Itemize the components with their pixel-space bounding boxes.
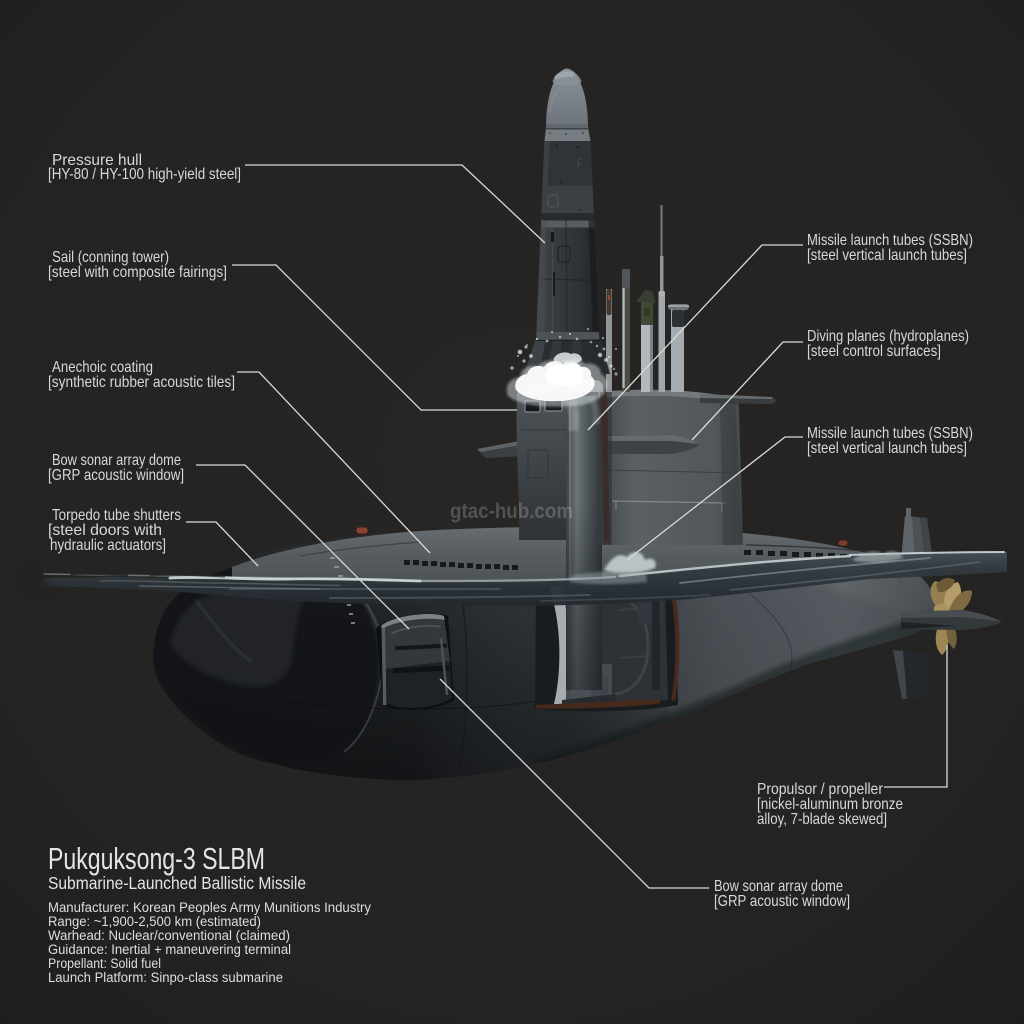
svg-text:Guidance: Inertial + maneuveri: Guidance: Inertial + maneuvering termina… <box>48 942 291 957</box>
svg-text:[nickel-aluminum bronze: [nickel-aluminum bronze <box>757 796 903 813</box>
svg-text:Bow sonar array dome: Bow sonar array dome <box>52 452 181 469</box>
svg-text:Pukguksong-3 SLBM: Pukguksong-3 SLBM <box>48 841 265 876</box>
svg-text:[GRP acoustic window]: [GRP acoustic window] <box>48 467 184 484</box>
svg-text:[steel vertical launch tubes]: [steel vertical launch tubes] <box>807 247 967 264</box>
svg-text:Range: ~1,900-2,500 km (estima: Range: ~1,900-2,500 km (estimated) <box>48 914 261 929</box>
svg-text:Missile launch tubes (SSBN): Missile launch tubes (SSBN) <box>807 425 973 442</box>
svg-text:[GRP acoustic window]: [GRP acoustic window] <box>714 893 850 910</box>
svg-text:Bow sonar array dome: Bow sonar array dome <box>714 878 843 895</box>
svg-text:gtac-hub.com: gtac-hub.com <box>450 500 573 523</box>
svg-text:Manufacturer: Korean Peoples A: Manufacturer: Korean Peoples Army Muniti… <box>48 900 371 915</box>
svg-text:Propellant: Solid fuel: Propellant: Solid fuel <box>48 956 161 971</box>
svg-text:Propulsor / propeller: Propulsor / propeller <box>757 781 884 798</box>
svg-text:[synthetic rubber acoustic til: [synthetic rubber acoustic tiles] <box>48 374 235 391</box>
svg-text:[steel doors with: [steel doors with <box>48 522 162 539</box>
svg-text:Submarine-Launched Ballistic M: Submarine-Launched Ballistic Missile <box>48 873 306 893</box>
svg-text:alloy, 7-blade skewed]: alloy, 7-blade skewed] <box>757 811 887 828</box>
svg-text:[HY-80 / HY-100 high-yield ste: [HY-80 / HY-100 high-yield steel] <box>48 166 241 183</box>
svg-text:Sail (conning tower): Sail (conning tower) <box>52 249 169 266</box>
svg-text:Diving planes (hydroplanes): Diving planes (hydroplanes) <box>807 328 969 345</box>
svg-text:[steel vertical launch tubes]: [steel vertical launch tubes] <box>807 440 967 457</box>
svg-text:Warhead: Nuclear/conventional: Warhead: Nuclear/conventional (claimed) <box>48 928 290 943</box>
svg-text:Missile launch tubes (SSBN): Missile launch tubes (SSBN) <box>807 232 973 249</box>
svg-text:Launch Platform: Sinpo-class s: Launch Platform: Sinpo-class submarine <box>48 970 283 985</box>
svg-text:Torpedo tube shutters: Torpedo tube shutters <box>52 507 181 524</box>
svg-text:[steel control surfaces]: [steel control surfaces] <box>807 343 941 360</box>
svg-text:hydraulic actuators]: hydraulic actuators] <box>50 537 166 554</box>
svg-text:[steel with composite fairings: [steel with composite fairings] <box>48 264 227 281</box>
svg-text:Pressure hull: Pressure hull <box>52 152 142 169</box>
svg-text:Anechoic coating: Anechoic coating <box>52 359 153 376</box>
